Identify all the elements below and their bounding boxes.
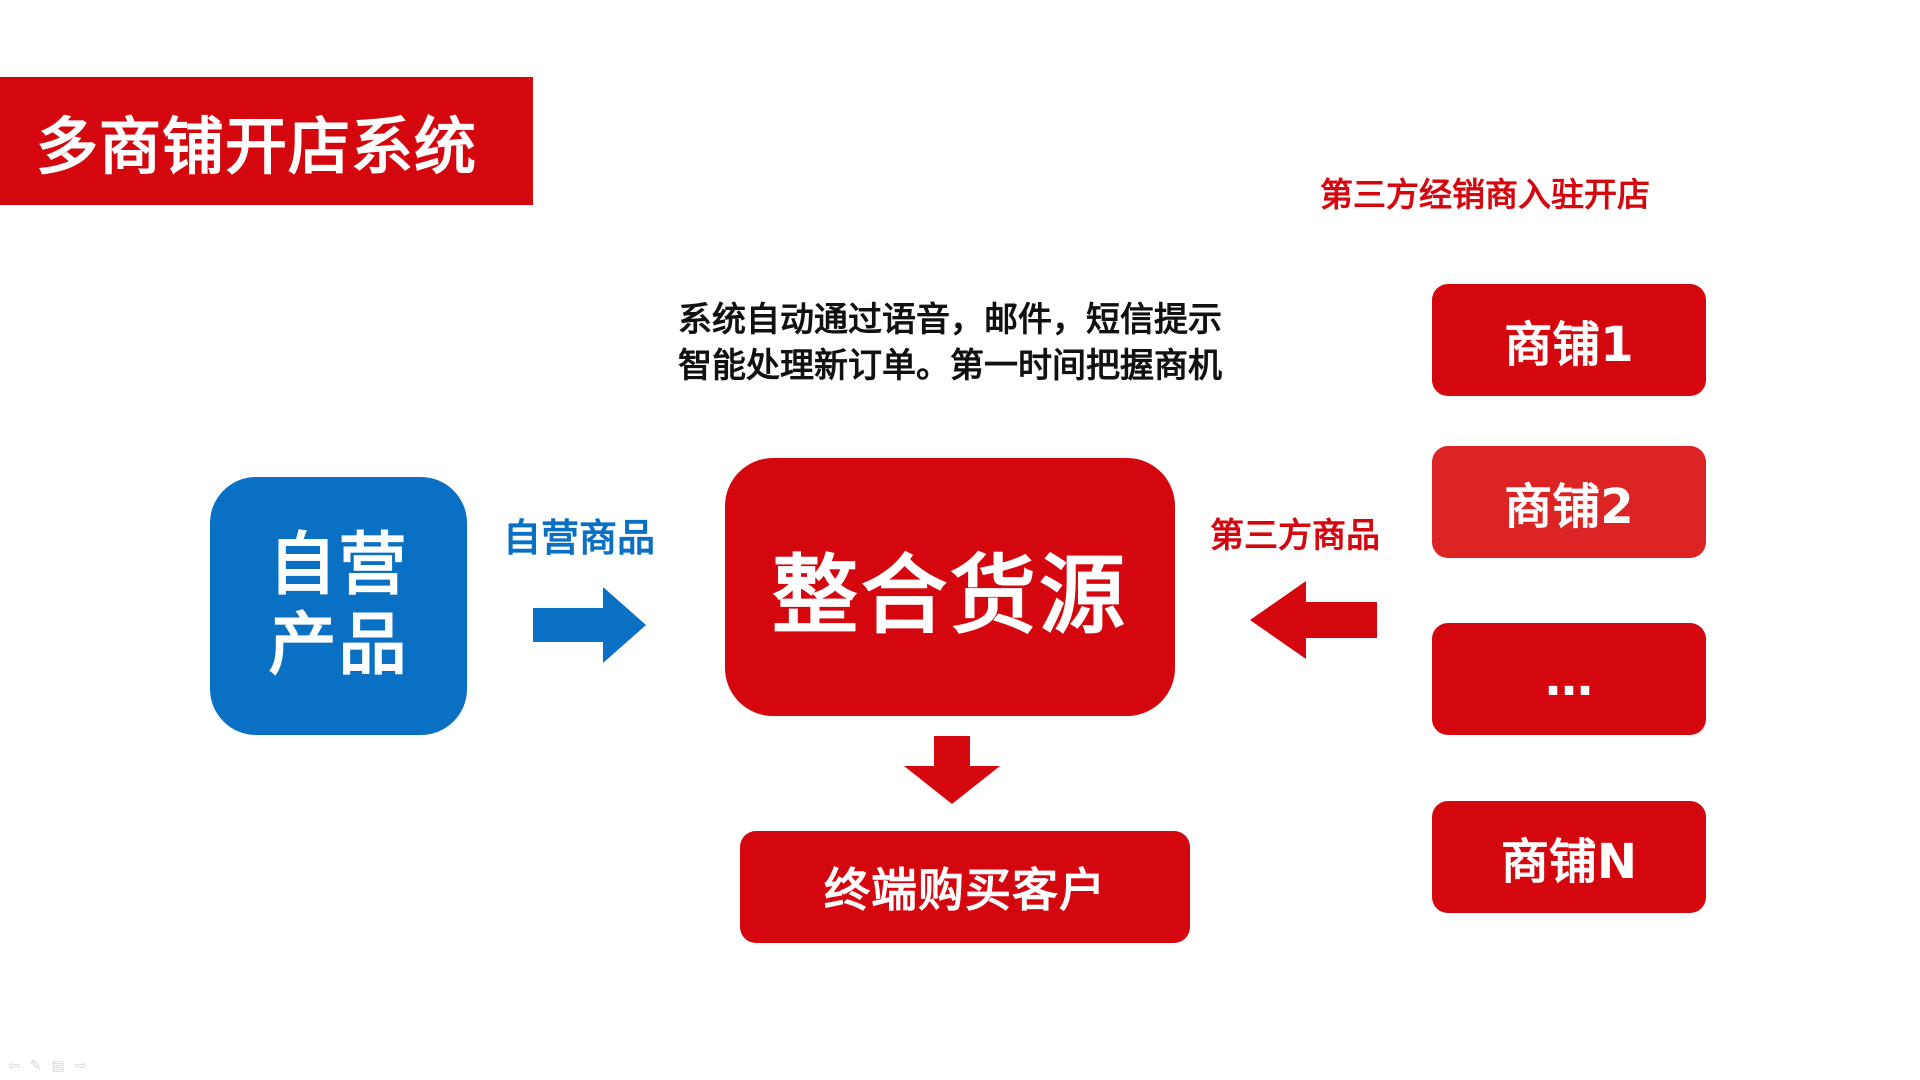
page-title: 多商铺开店系统 <box>36 110 478 183</box>
store-box-2: 商铺2 <box>1432 446 1706 558</box>
third-party-caption: 第三方经销商入驻开店 <box>1320 175 1650 214</box>
self-product-box: 自营 产品 <box>210 477 467 735</box>
store-box-n: 商铺N <box>1432 801 1706 913</box>
arrow-down-icon <box>904 736 1000 804</box>
self-product-line-2: 产品 <box>268 606 409 685</box>
store-box-ellipsis: … <box>1432 623 1706 735</box>
notice-line-1: 系统自动通过语音，邮件，短信提示 <box>678 300 1222 340</box>
hub-box: 整合货源 <box>725 458 1175 716</box>
arrow-left-icon[interactable]: ⇦ <box>8 1058 20 1074</box>
slide-controls: ⇦ ✎ ▤ ⇨ <box>8 1058 86 1074</box>
self-goods-label: 自营商品 <box>503 516 656 560</box>
title-banner: 多商铺开店系统 <box>0 77 533 205</box>
customer-label: 终端购买客户 <box>824 863 1106 917</box>
arrow-right-icon[interactable]: ⇨ <box>74 1058 87 1074</box>
self-product-line-1: 自营 <box>268 526 409 605</box>
notice-text: 系统自动通过语音，邮件，短信提示 智能处理新订单。第一时间把握商机 <box>678 297 1318 389</box>
customer-box: 终端购买客户 <box>740 831 1190 943</box>
pen-icon[interactable]: ✎ <box>29 1058 42 1074</box>
arrow-right-icon <box>533 587 646 663</box>
third-goods-label: 第三方商品 <box>1210 516 1380 556</box>
store-box-1: 商铺1 <box>1432 284 1706 396</box>
menu-icon[interactable]: ▤ <box>51 1058 65 1074</box>
notice-line-2: 智能处理新订单。第一时间把握商机 <box>678 346 1222 386</box>
hub-label: 整合货源 <box>772 545 1128 646</box>
arrow-left-icon <box>1250 581 1377 659</box>
